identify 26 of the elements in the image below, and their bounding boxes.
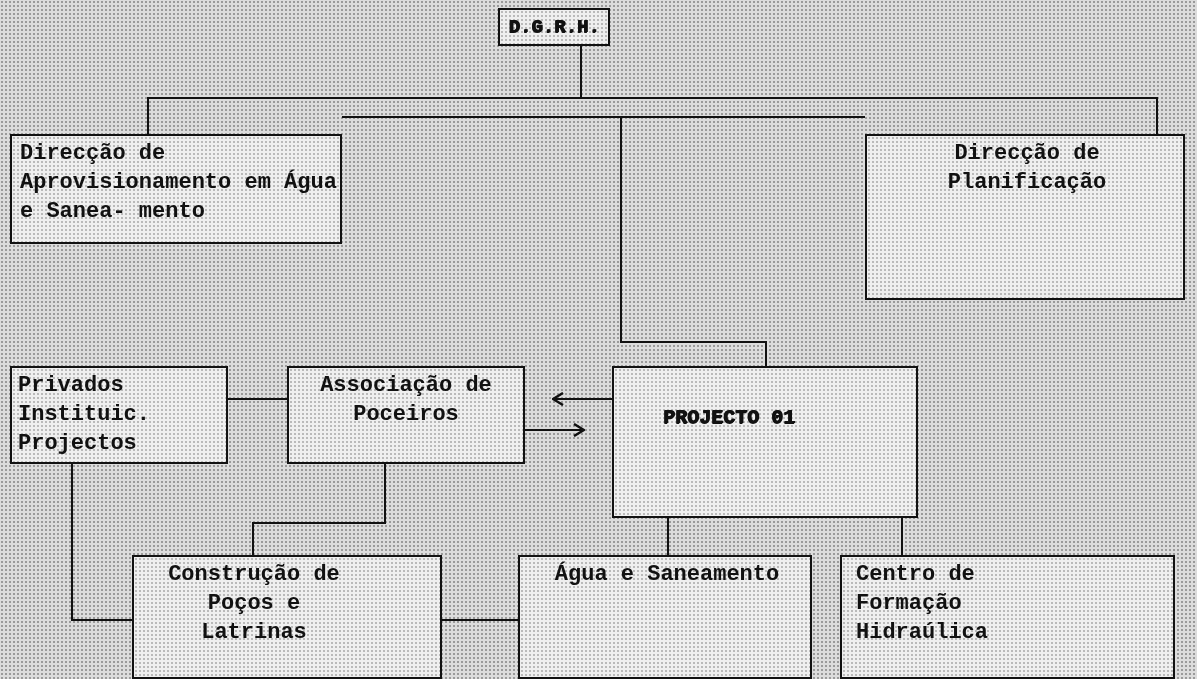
connector-line: [441, 619, 519, 621]
box-label: Construção de Poços e Latrinas: [167, 561, 341, 647]
connector-line: [227, 398, 288, 400]
org-box: [518, 555, 812, 679]
connector-line: [667, 517, 669, 556]
box-label: Centro de Formação Hidraúlica: [856, 561, 990, 647]
box-label: Associação de Poceiros: [319, 372, 493, 429]
org-box: [612, 366, 918, 518]
connector-line: [71, 463, 133, 621]
connector-line: [252, 463, 386, 556]
box-label: Direcção de Planificação: [946, 140, 1108, 197]
org-box: [10, 366, 228, 464]
org-box: [10, 134, 342, 244]
arrow: [524, 422, 586, 438]
org-box: [840, 555, 1175, 679]
org-box: [132, 555, 442, 679]
org-box: [865, 134, 1185, 300]
box-label: Privados Instituic. Projectos: [18, 372, 152, 458]
box-label: Água e Saneamento: [553, 560, 781, 589]
box-label: PROJECTO 01: [662, 405, 796, 431]
box-label: D.G.R.H.: [507, 15, 601, 40]
org-box: [498, 8, 610, 46]
connector-line: [901, 517, 903, 556]
org-box: [287, 366, 525, 464]
arrow: [551, 391, 613, 407]
box-label: Direcção de Aprovisionamento em Água e Sanea- mento: [20, 140, 338, 226]
